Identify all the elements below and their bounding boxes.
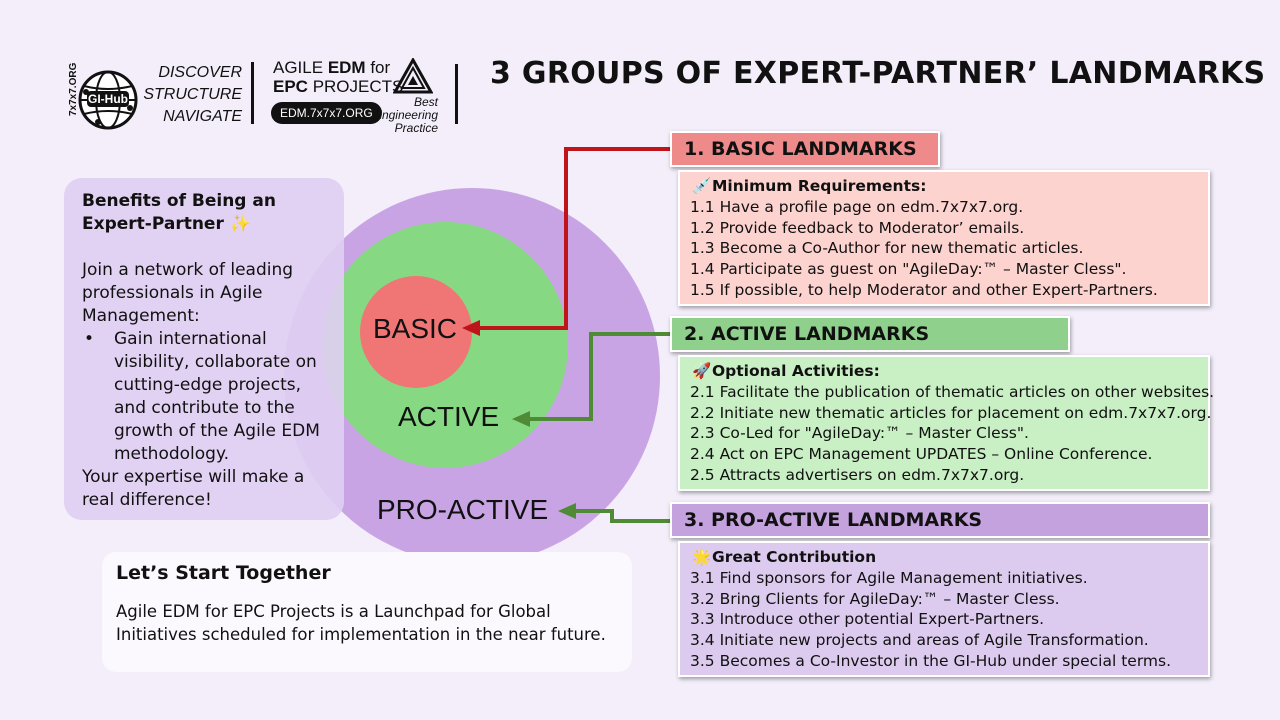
- gi-hub-globe-logo: GI-Hub 7x7x7.ORG: [68, 62, 138, 130]
- list-item: 1.4 Participate as guest on "AgileDay:™ …: [690, 260, 1127, 279]
- bullet-mark: •: [84, 329, 95, 349]
- benefits-intro: Join a network of leading professionals …: [82, 260, 294, 326]
- proactive-landmarks-header: 3. PRO-ACTIVE LANDMARKS: [670, 502, 1210, 538]
- list-item: 3.3 Introduce other potential Expert-Par…: [690, 610, 1045, 629]
- list-item: 2.5 Attracts advertisers on edm.7x7x7.or…: [690, 465, 1025, 484]
- list-item: 2.1 Facilitate the publication of themat…: [690, 382, 1215, 401]
- header-divider-1: [251, 62, 254, 124]
- list-item: 1.5 If possible, to help Moderator and o…: [690, 280, 1158, 299]
- benefits-bullet-text: Gain international visibility, collabora…: [114, 329, 320, 464]
- rocket-icon: 🚀: [692, 362, 712, 380]
- list-item: 1.1 Have a profile page on edm.7x7x7.org…: [690, 197, 1024, 216]
- benefits-bullet: • Gain international visibility, collabo…: [82, 328, 328, 466]
- list-item: 2.4 Act on EPC Management UPDATES – Onli…: [690, 445, 1153, 464]
- star-icon: 🌟: [692, 548, 712, 566]
- list-item: 2.2 Initiate new thematic articles for p…: [690, 403, 1212, 422]
- basic-circle: [360, 276, 472, 388]
- header-divider-2: [455, 64, 458, 124]
- page-title: 3 GROUPS OF EXPERT-PARTNER’ LANDMARKS: [490, 56, 1266, 91]
- list-item: 3.4 Initiate new projects and areas of A…: [690, 631, 1149, 650]
- proactive-landmarks-box: 🌟Great Contribution 3.1 Find sponsors fo…: [678, 541, 1210, 677]
- basic-landmarks-header: 1. BASIC LANDMARKS: [670, 131, 940, 167]
- tagline-structure: STRUCTURE: [143, 86, 242, 103]
- basic-landmarks-box: 💉Minimum Requirements: 1.1 Have a profil…: [678, 170, 1210, 306]
- list-item: 1.3 Become a Co-Author for new thematic …: [690, 239, 1084, 258]
- proactive-landmarks-subtitle: 🌟Great Contribution: [692, 548, 877, 566]
- best-engineering-practice: Best Engineering Practice: [373, 95, 438, 135]
- proactive-circle-label: PRO-ACTIVE: [377, 494, 549, 525]
- logo-side-text: 7x7x7.ORG: [68, 62, 79, 116]
- tagline-discover: DISCOVER: [158, 64, 242, 81]
- benefits-closing: Your expertise will make a real differen…: [82, 467, 305, 510]
- logo-tagline: DISCOVER STRUCTURE NAVIGATE: [140, 62, 242, 128]
- basic-circle-label: BASIC: [373, 313, 458, 344]
- triangle-logo-icon: [393, 58, 433, 94]
- edm-logo-title: AGILE EDM for EPC PROJECTS: [273, 58, 404, 96]
- benefits-title: Benefits of Being an Expert-Partner ✨: [82, 191, 276, 234]
- list-item: 1.2 Provide feedback to Moderator’ email…: [690, 218, 1025, 237]
- list-item: 3.2 Bring Clients for AgileDay:™ – Maste…: [690, 589, 1060, 608]
- logo-center-text: GI-Hub: [88, 92, 128, 106]
- active-landmarks-box: 🚀Optional Activities: 2.1 Facilitate the…: [678, 355, 1215, 491]
- active-landmarks-subtitle: 🚀Optional Activities:: [692, 362, 880, 380]
- start-together-box: Let’s Start Together Agile EDM for EPC P…: [102, 552, 632, 672]
- list-item: 2.3 Co-Led for "AgileDay:™ – Master Cles…: [690, 424, 1029, 443]
- start-together-body: Agile EDM for EPC Projects is a Launchpa…: [116, 602, 606, 644]
- basic-landmarks-subtitle: 💉Minimum Requirements:: [692, 177, 927, 195]
- tagline-navigate: NAVIGATE: [163, 108, 242, 125]
- list-item: 3.1 Find sponsors for Agile Management i…: [690, 568, 1088, 587]
- active-circle-label: ACTIVE: [398, 401, 500, 432]
- list-item: 3.5 Becomes a Co-Investor in the GI-Hub …: [690, 651, 1172, 670]
- benefits-box: Benefits of Being an Expert-Partner ✨ Jo…: [64, 178, 344, 520]
- edm-url-badge: EDM.7x7x7.ORG: [271, 102, 382, 124]
- sparkles-icon: ✨: [229, 214, 251, 234]
- syringe-icon: 💉: [692, 177, 712, 195]
- active-landmarks-header: 2. ACTIVE LANDMARKS: [670, 316, 1070, 352]
- start-together-title: Let’s Start Together: [116, 562, 331, 584]
